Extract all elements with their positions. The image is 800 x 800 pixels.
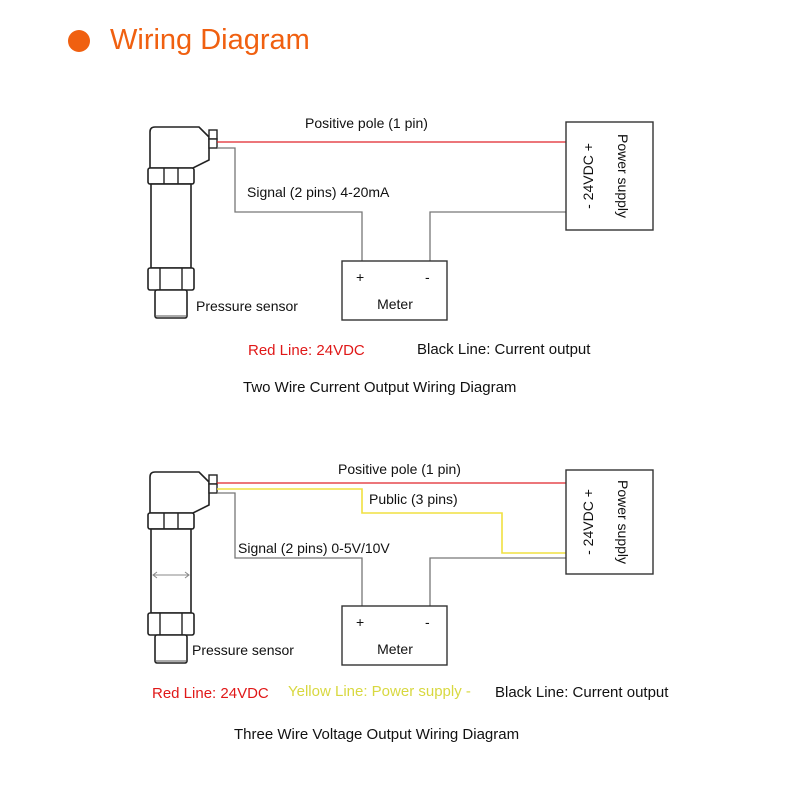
positive-pole-label: Positive pole (1 pin) (305, 115, 428, 131)
diagram-caption: Two Wire Current Output Wiring Diagram (243, 379, 516, 396)
signal-label: Signal (2 pins) 4-20mA (247, 184, 390, 200)
diagram-two-wire: - 24VDC + Power supply + - Meter Positiv… (147, 115, 654, 396)
meter-plus-label: + (356, 269, 364, 285)
page-title-text: Wiring Diagram (110, 24, 310, 56)
meter-plus-label: + (356, 614, 364, 630)
public-label: Public (3 pins) (369, 491, 458, 507)
meter-minus-label: - (425, 614, 430, 630)
signal-wire (217, 147, 363, 261)
signal-label: Signal (2 pins) 0-5V/10V (238, 540, 390, 556)
positive-pole-label: Positive pole (1 pin) (338, 461, 461, 477)
supply-voltage-label: - 24VDC + (580, 143, 596, 209)
meter-minus-label: - (425, 269, 430, 285)
power-supply-box (565, 469, 654, 575)
power-supply-label: Power supply (615, 134, 631, 218)
yellow-wire (217, 488, 566, 554)
power-supply-label: Power supply (615, 480, 631, 564)
diagram-caption: Three Wire Voltage Output Wiring Diagram (234, 726, 519, 743)
return-wire (429, 211, 566, 261)
signal-wire (217, 492, 363, 606)
legend-red: Red Line: 24VDC (152, 685, 269, 702)
page-title: Wiring Diagram (68, 24, 310, 57)
power-supply-box (565, 121, 654, 231)
legend-yellow: Yellow Line: Power supply - (288, 683, 471, 700)
meter-box (341, 260, 448, 321)
legend-black: Black Line: Current output (417, 341, 591, 358)
meter-label: Meter (377, 296, 413, 312)
legend-red: Red Line: 24VDC (248, 342, 365, 359)
legend-black: Black Line: Current output (495, 684, 669, 701)
meter-label: Meter (377, 641, 413, 657)
bullet-dot-icon (68, 29, 90, 52)
pressure-sensor-label: Pressure sensor (196, 298, 298, 314)
pressure-sensor-icon (147, 471, 218, 664)
diagram-three-wire: - 24VDC + Power supply + - Meter Positiv… (147, 461, 669, 743)
pressure-sensor-icon (147, 126, 218, 319)
return-wire (429, 557, 566, 606)
supply-voltage-label: - 24VDC + (580, 489, 596, 555)
pressure-sensor-label: Pressure sensor (192, 642, 294, 658)
meter-box (341, 605, 448, 666)
